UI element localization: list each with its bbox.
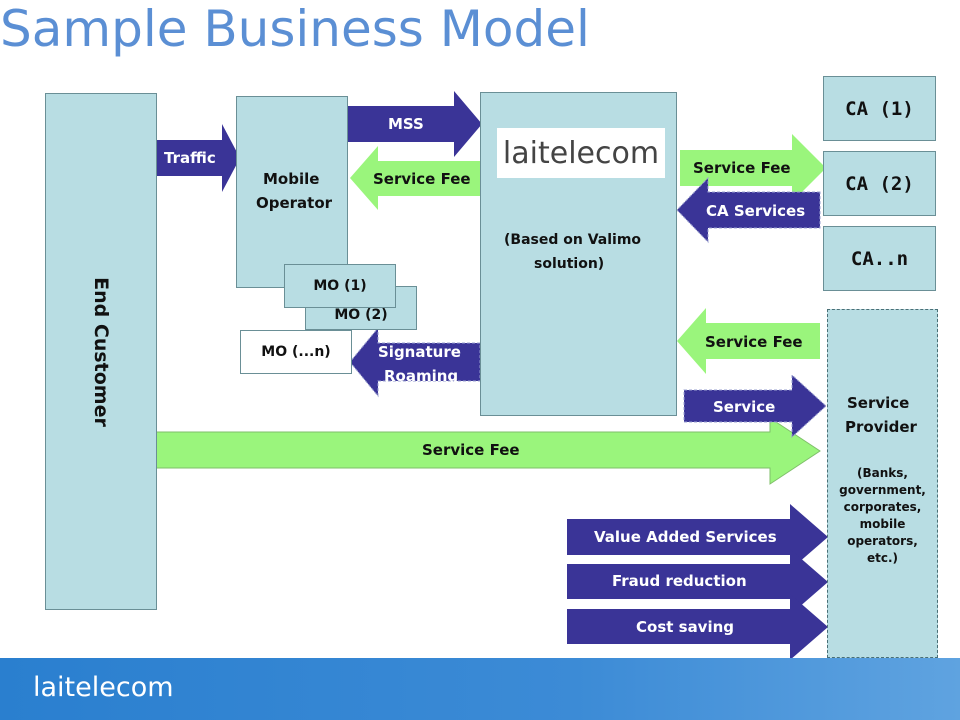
ca-services-arrow (676, 176, 821, 244)
service-fee-sp-label: Service Fee (705, 333, 803, 351)
mon-label: MO (...n) (261, 344, 331, 360)
sp-desc-line: government, (839, 483, 926, 497)
traffic-arrow (156, 124, 240, 192)
service-fee-mo-label: Service Fee (373, 170, 471, 188)
footer-bar (0, 658, 960, 720)
service-fee-ca-arrow (680, 134, 826, 202)
fraud-arrow (567, 549, 828, 615)
value-added-arrow (567, 504, 828, 570)
service-arrow (683, 373, 827, 439)
mon-box: MO (...n) (240, 330, 352, 374)
service-fee-mo-arrow (350, 146, 480, 210)
signature-roaming-label-1: Signature (378, 343, 461, 361)
ca1-label: CA (1) (845, 97, 914, 120)
signature-roaming-arrow (349, 326, 481, 398)
platform-based-on-2: solution) (534, 256, 605, 272)
cost-label: Cost saving (636, 618, 735, 636)
platform-logo: laitelecom (497, 128, 665, 178)
value-added-label: Value Added Services (594, 528, 777, 546)
mobile-operator-label-1: Mobile (263, 170, 320, 188)
ca2-box: CA (2) (823, 151, 936, 216)
fraud-label: Fraud reduction (612, 572, 747, 590)
signature-roaming-label-2: Roaming (384, 367, 459, 385)
service-fee-long-label: Service Fee (422, 441, 520, 459)
mo1-label: MO (1) (313, 278, 367, 294)
can-label: CA..n (850, 247, 909, 270)
footer-brand: laitelecom (33, 672, 174, 703)
sp-desc: (Banks, government, corporates, mobile o… (827, 465, 938, 567)
ca2-label: CA (2) (845, 172, 914, 195)
mo2-label: MO (2) (334, 307, 388, 323)
sp-desc-line: corporates, (843, 500, 922, 514)
page-title: Sample Business Model (0, 0, 590, 58)
can-box: CA..n (823, 226, 936, 291)
mss-arrow (348, 91, 482, 157)
sp-desc-line: operators, (847, 534, 918, 548)
cost-arrow (567, 594, 828, 660)
mobile-operator-label-2: Operator (256, 194, 333, 212)
traffic-label: Traffic (164, 149, 216, 167)
platform-based-on-1: (Based on Valimo (504, 232, 642, 248)
sp-desc-line: etc.) (866, 551, 899, 565)
ca1-box: CA (1) (823, 76, 936, 141)
service-label: Service (713, 398, 776, 416)
mo1-box: MO (1) (284, 264, 396, 308)
sp-desc-line: mobile (859, 517, 906, 531)
mss-label: MSS (388, 115, 424, 133)
mobile-operator-box (236, 96, 348, 288)
end-customer-label: End Customer (90, 276, 113, 427)
service-fee-sp-arrow (677, 308, 820, 374)
sp-title-2: Provider (845, 418, 917, 436)
sp-title-1: Service (847, 394, 910, 412)
service-fee-long-arrow (155, 417, 821, 485)
ca-services-label: CA Services (706, 202, 806, 220)
service-fee-ca-label: Service Fee (693, 159, 791, 177)
end-customer-box: End Customer (45, 93, 157, 610)
service-provider-box (827, 309, 938, 658)
sp-desc-line: (Banks, (857, 466, 908, 480)
